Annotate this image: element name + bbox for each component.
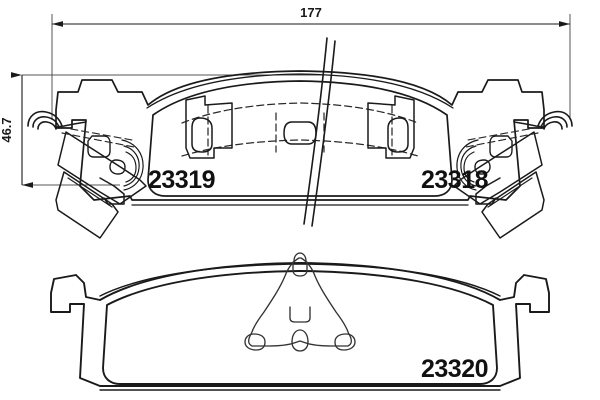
sensor-wire-strand-a [303, 37, 328, 225]
part-number-23320: 23320 [421, 355, 488, 383]
upper-pad-left-lug [185, 95, 233, 159]
left-clip-tab [99, 177, 125, 205]
spring-clip-left-eye [244, 333, 266, 351]
sensor-wire-strand-b [311, 40, 336, 227]
right-hidden-wire-a [467, 126, 541, 141]
left-sensor-clip-assembly [27, 110, 147, 239]
left-clip-hook-inner2 [37, 121, 57, 130]
part-number-23318: 23318 [421, 166, 489, 194]
right-lug-bore [387, 117, 409, 153]
left-clip-body [57, 131, 147, 205]
spring-clip-bottom-eye [291, 329, 309, 352]
right-clip-strap [481, 171, 545, 239]
left-coil-arc-2 [123, 145, 140, 187]
right-sensor-clip-assembly [453, 110, 573, 239]
left-hidden-wire-a [59, 126, 133, 141]
left-clip-spring-coil [121, 139, 144, 191]
lower-pad-chamfer-line [99, 263, 501, 297]
upper-friction-block [147, 80, 453, 197]
right-coil-arc-1 [456, 139, 479, 191]
right-clip-boss-small [474, 159, 491, 175]
left-lug-outline [185, 95, 233, 159]
overall-width-dimension: 177 [52, 5, 570, 27]
left-coil-arc-1 [121, 139, 144, 191]
left-hidden-wire-b [61, 132, 135, 148]
left-coil-arc-3 [125, 151, 137, 183]
right-clip-hook-inner2 [543, 121, 563, 130]
left-clip-hook-inner [32, 116, 60, 128]
spring-clip-center-slot [289, 306, 311, 323]
right-clip-tab [475, 177, 501, 205]
upper-pad-center-boss [283, 121, 317, 145]
left-clip-hook-outer [27, 110, 63, 127]
spring-clip-right-eye [334, 333, 356, 351]
right-clip-boss-square [489, 135, 513, 158]
lower-friction-block [102, 270, 498, 385]
left-clip-hidden-wire [59, 126, 135, 148]
width-dimension-label: 177 [300, 5, 322, 20]
overall-height-dimension: 46.7 [0, 72, 33, 188]
right-clip-body [453, 131, 543, 205]
right-hidden-wire-b [465, 132, 539, 148]
height-dimension-label: 46.7 [0, 117, 14, 142]
right-clip-strap-edge [487, 177, 533, 208]
right-coil-arc-2 [460, 145, 477, 187]
left-lug-bore [191, 117, 213, 153]
right-coil-arc-3 [463, 151, 475, 183]
right-clip-hook-inner [540, 116, 568, 128]
lower-pad-spring-clip [244, 252, 356, 352]
left-clip-boss-square [87, 135, 111, 158]
right-clip-spring-coil [456, 139, 479, 191]
left-clip-strap [55, 171, 119, 239]
part-number-23319: 23319 [148, 166, 215, 194]
wear-sensor-wire [303, 37, 336, 227]
hidden-shim-band-top [181, 102, 419, 124]
left-clip-strap-edge [67, 177, 113, 208]
upper-pad-chamfer-line [146, 73, 454, 109]
right-clip-hidden-wire [465, 126, 541, 148]
upper-pad-right-lug [367, 95, 415, 159]
spring-clip-top-eye [293, 252, 307, 262]
spring-clip-outer [248, 257, 352, 347]
spring-clip-top-tab [292, 261, 308, 277]
left-clip-boss-small [109, 159, 126, 175]
lower-brake-pad-assembly [50, 252, 550, 391]
right-lug-outline [367, 95, 415, 159]
right-clip-hook-outer [537, 110, 573, 127]
